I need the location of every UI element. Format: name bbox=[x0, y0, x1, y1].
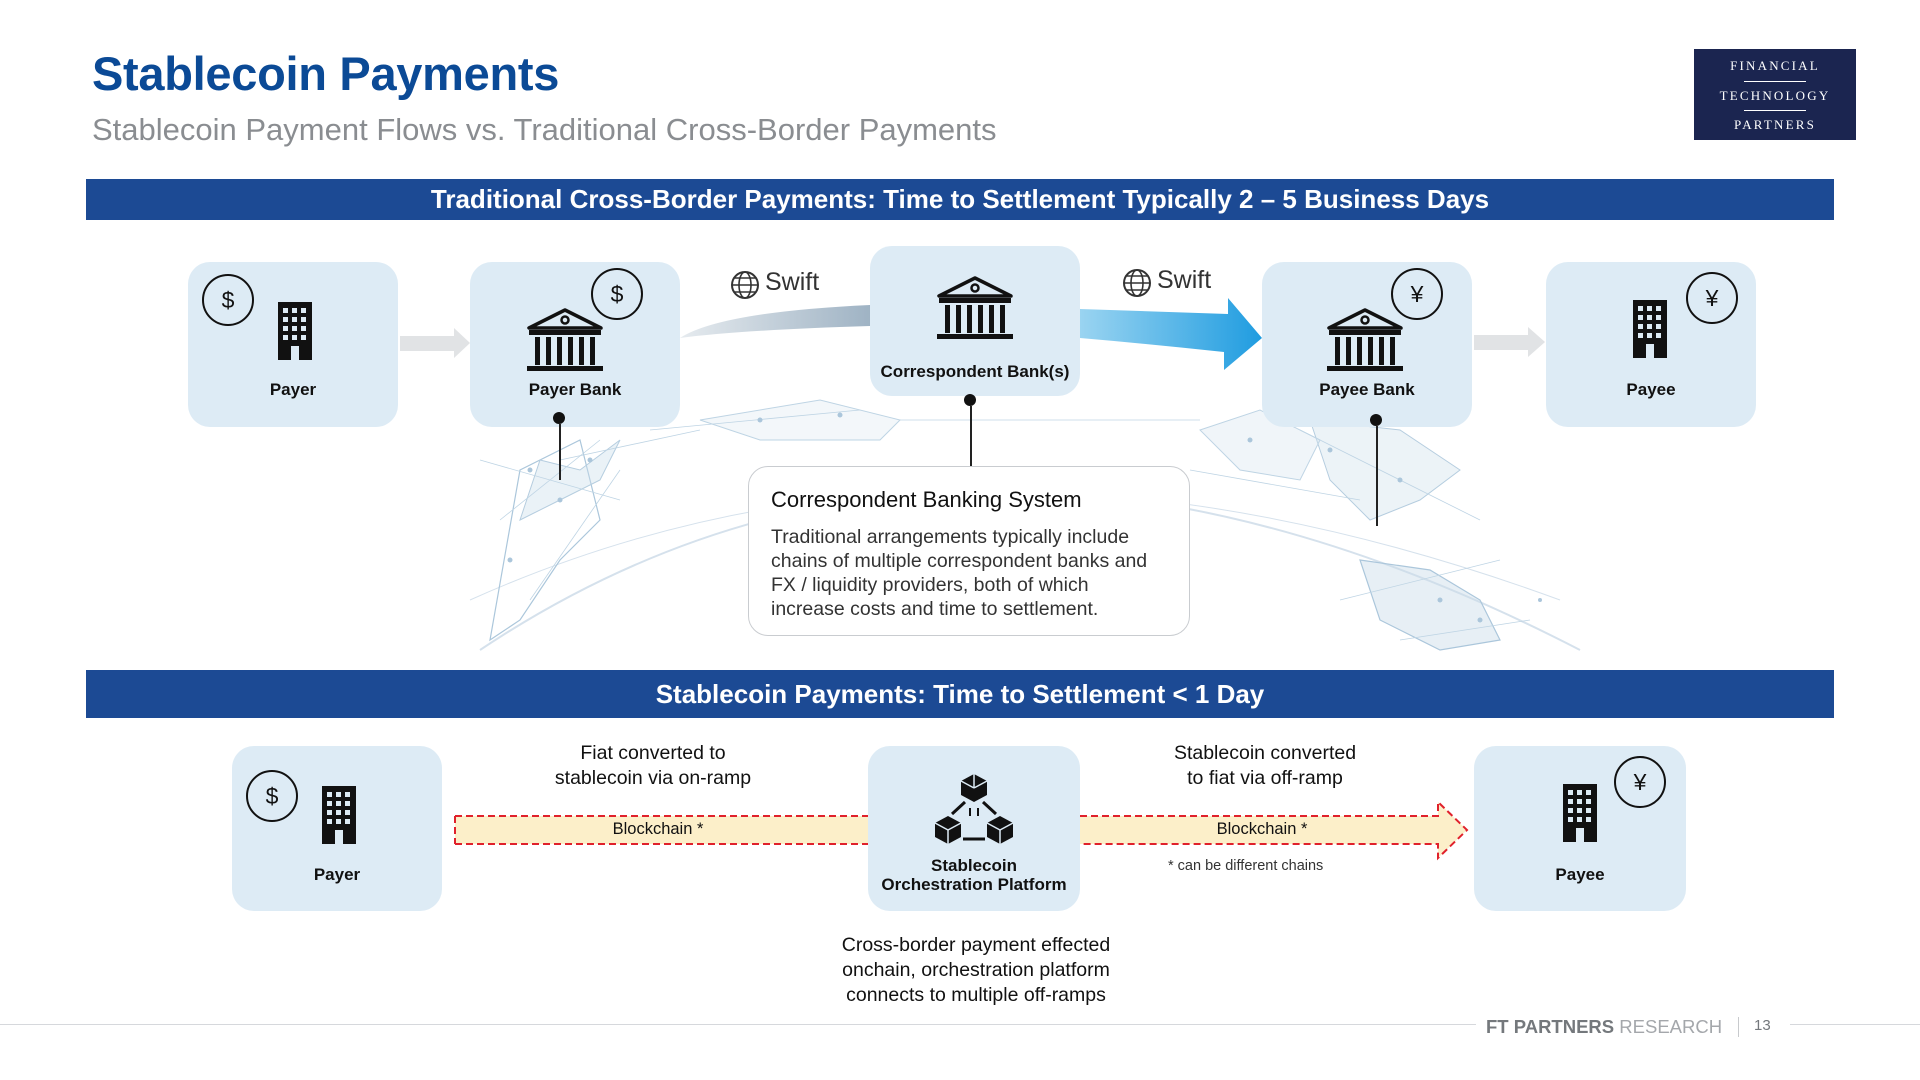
swift-arrow-right bbox=[1080, 298, 1262, 370]
logo-line-3: PARTNERS bbox=[1733, 117, 1817, 132]
node-correspondent-bank: Correspondent Bank(s) bbox=[870, 246, 1080, 396]
flow-arrow-payer-to-bank bbox=[400, 328, 470, 358]
yen-icon: ¥ bbox=[1614, 756, 1666, 808]
pin-stem bbox=[1376, 426, 1378, 526]
onramp-caption-line2: stablecoin via on-ramp bbox=[554, 767, 752, 789]
node-stablecoin-payer: $ Payer bbox=[232, 746, 442, 911]
pin-marker bbox=[964, 394, 976, 406]
onramp-caption: Fiat converted to stablecoin via on-ramp bbox=[503, 741, 803, 791]
traditional-banner: Traditional Cross-Border Payments: Time … bbox=[86, 179, 1834, 220]
footer-brand: FT PARTNERS RESEARCH bbox=[1486, 1016, 1722, 1038]
node-label: Payer bbox=[313, 865, 361, 884]
swift-label-right: Swift bbox=[1157, 266, 1212, 294]
yen-icon: ¥ bbox=[1391, 268, 1443, 320]
callout-title: Correspondent Banking System bbox=[771, 487, 1082, 512]
node-payer: $ Payer bbox=[188, 262, 398, 427]
correspondent-banking-callout: Correspondent Banking System Traditional… bbox=[748, 466, 1190, 636]
dollar-icon: $ bbox=[202, 274, 254, 326]
swift-arrow-left bbox=[680, 305, 870, 338]
callout-body: Traditional arrangements typically inclu… bbox=[771, 526, 1148, 620]
node-label: Payer Bank bbox=[528, 380, 622, 399]
blockchain-band-left bbox=[454, 815, 868, 845]
node-label: Payee bbox=[1626, 380, 1676, 399]
footer-separator bbox=[1738, 1017, 1739, 1037]
swift-globe-icon bbox=[1123, 269, 1151, 297]
pin-marker bbox=[1370, 414, 1382, 426]
blockchain-label-right: Blockchain * bbox=[1216, 820, 1308, 838]
platform-label-line1: Stablecoin bbox=[931, 856, 1017, 875]
logo-line-2: TECHNOLOGY bbox=[1719, 88, 1831, 103]
pin-marker bbox=[553, 412, 565, 424]
dollar-icon: $ bbox=[591, 268, 643, 320]
logo-rule bbox=[1744, 81, 1806, 82]
node-label: Payee bbox=[1555, 865, 1605, 884]
node-label: Stablecoin Orchestration Platform bbox=[868, 856, 1080, 894]
swift-globe-icon bbox=[731, 271, 759, 299]
chain-footnote: * can be different chains bbox=[1168, 858, 1324, 874]
building-icon bbox=[1633, 300, 1667, 358]
footer-brand-name: FT PARTNERS bbox=[1486, 1016, 1615, 1037]
pin-stem bbox=[970, 406, 972, 466]
onramp-caption-line1: Fiat converted to bbox=[580, 742, 726, 764]
footer-divider bbox=[1790, 1024, 1920, 1025]
footer-brand-suffix: RESEARCH bbox=[1619, 1016, 1723, 1037]
pin-stem bbox=[559, 424, 561, 480]
page-subtitle: Stablecoin Payment Flows vs. Traditional… bbox=[92, 112, 997, 147]
node-payee-bank: ¥ Payee Bank bbox=[1262, 262, 1472, 427]
node-label: Payee Bank bbox=[1319, 380, 1415, 399]
offramp-caption-line2: to fiat via off-ramp bbox=[1187, 767, 1343, 789]
offramp-caption: Stablecoin converted to fiat via off-ram… bbox=[1115, 741, 1415, 791]
platform-label-line2: Orchestration Platform bbox=[881, 875, 1067, 894]
page-title: Stablecoin Payments bbox=[92, 47, 560, 100]
building-icon bbox=[1563, 784, 1597, 842]
page-number: 13 bbox=[1754, 1017, 1771, 1034]
node-payee: ¥ Payee bbox=[1546, 262, 1756, 427]
footer-divider bbox=[0, 1024, 1476, 1025]
logo-line-1: FINANCIAL bbox=[1730, 58, 1820, 73]
node-orchestration-platform: Stablecoin Orchestration Platform bbox=[868, 746, 1080, 911]
platform-caption: Cross-border payment effected onchain, o… bbox=[796, 933, 1156, 1008]
world-map-network bbox=[469, 399, 1581, 651]
offramp-caption-line1: Stablecoin converted bbox=[1173, 742, 1357, 764]
blockchain-band-right bbox=[1080, 799, 1469, 861]
logo-rule bbox=[1744, 110, 1806, 111]
stablecoin-banner: Stablecoin Payments: Time to Settlement … bbox=[86, 670, 1834, 718]
platform-caption-line3: connects to multiple off-ramps bbox=[846, 984, 1106, 1006]
node-stablecoin-payee: ¥ Payee bbox=[1474, 746, 1686, 911]
node-label: Correspondent Bank(s) bbox=[880, 362, 1070, 381]
blockchain-label-left: Blockchain * bbox=[612, 820, 704, 838]
blockchain-cubes-icon bbox=[934, 774, 1014, 844]
yen-icon: ¥ bbox=[1686, 272, 1738, 324]
node-label: Payer bbox=[269, 380, 317, 399]
platform-caption-line2: onchain, orchestration platform bbox=[842, 959, 1110, 981]
bank-icon bbox=[1325, 308, 1405, 373]
building-icon bbox=[278, 302, 312, 360]
building-icon bbox=[322, 786, 356, 844]
flow-arrow-bank-to-payee bbox=[1474, 327, 1545, 357]
dollar-icon: $ bbox=[246, 770, 298, 822]
ft-partners-logo: FINANCIAL TECHNOLOGY PARTNERS bbox=[1694, 49, 1856, 140]
platform-caption-line1: Cross-border payment effected bbox=[841, 934, 1111, 956]
node-payer-bank: $ Payer Bank bbox=[470, 262, 680, 427]
swift-label-left: Swift bbox=[765, 268, 820, 296]
bank-icon bbox=[525, 308, 605, 373]
